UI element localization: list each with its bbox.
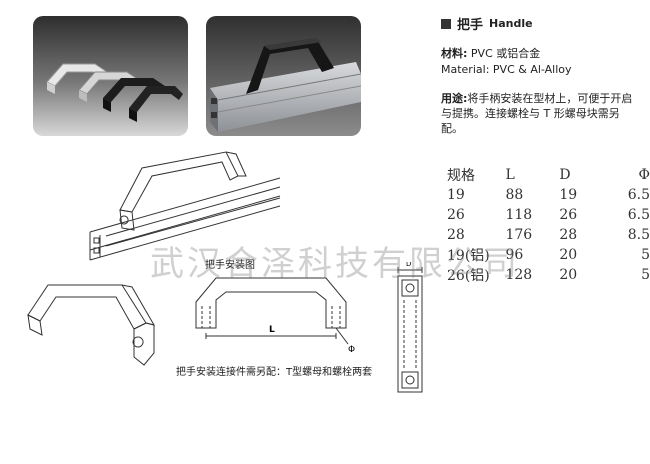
dim-D-label: D — [406, 262, 411, 268]
table-row: 26(铝) 128 20 5 — [447, 265, 650, 285]
bullet-square-icon — [441, 18, 451, 29]
table-row: 19 88 19 6.5 — [447, 185, 650, 205]
spec-cell: 26 — [559, 207, 578, 223]
spec-header-size: 规格 — [447, 168, 475, 184]
table-row: 19(铝) 96 20 5 — [447, 245, 650, 265]
spec-cell: 28 — [447, 227, 465, 243]
spec-cell: 19 — [447, 187, 465, 203]
spec-cell: 128 — [505, 267, 533, 283]
spec-cell: 88 — [505, 187, 524, 203]
black-handle-shape — [246, 38, 334, 94]
spec-cell: 6.5 — [627, 187, 650, 203]
aluminum-profile-shape — [210, 62, 361, 132]
spec-cell: 19 — [559, 187, 578, 203]
spec-table: 规格 L D Φ 19 88 19 6.5 26 118 26 6.5 28 1… — [447, 165, 650, 285]
spec-cell: 26(铝) — [447, 268, 490, 284]
parts-note: 把手安装连接件需另配：T型螺母和螺栓两套 — [176, 367, 373, 378]
dim-L-label: L — [269, 325, 275, 335]
spec-header-D: D — [559, 167, 571, 183]
spec-cell: 26 — [447, 207, 465, 223]
spec-cell: 96 — [505, 247, 524, 263]
spec-cell: 176 — [505, 227, 533, 243]
table-row: 26 118 26 6.5 — [447, 205, 650, 225]
usage-info: 用途:将手柄安装在型材上，可便于开启与提携。连接螺栓与 T 形螺母块需另配。 — [441, 91, 641, 136]
dim-phi-label: Φ — [348, 345, 355, 355]
spec-cell: 5 — [641, 267, 650, 283]
spec-table-header: 规格 L D Φ — [447, 165, 650, 185]
photo-handle-on-profile — [206, 16, 361, 136]
spec-cell: 20 — [559, 247, 578, 263]
spec-cell: 28 — [559, 227, 578, 243]
usage-text: 将手柄安装在型材上，可便于开启与提携。连接螺栓与 T 形螺母块需另配。 — [441, 92, 633, 135]
spec-cell: 20 — [559, 267, 578, 283]
spec-cell: 19(铝) — [447, 248, 490, 264]
watermark-text: 武汉合泽科技有限公司 — [150, 244, 520, 284]
isometric-handle-drawing — [27, 284, 156, 366]
heading-title-en: Handle — [489, 17, 533, 30]
spec-header-L: L — [505, 167, 515, 183]
material-value-cn: PVC 或铝合金 — [470, 47, 541, 60]
heading-title-cn: 把手 — [457, 18, 484, 33]
table-row: 28 176 28 8.5 — [447, 225, 650, 245]
spec-cell: 118 — [505, 207, 533, 223]
spec-cell: 8.5 — [627, 227, 650, 243]
front-view-drawing: L Φ — [195, 277, 355, 355]
spec-cell: 6.5 — [627, 207, 650, 223]
installation-drawing — [89, 151, 281, 261]
section-heading: 把手 Handle — [441, 14, 533, 33]
spec-cell: 5 — [641, 247, 650, 263]
material-label-cn: 材料: — [441, 47, 468, 60]
material-value-en: PVC & Al-Alloy — [492, 63, 572, 76]
material-info: 材料: PVC 或铝合金 Material: PVC & Al-Alloy — [441, 46, 572, 78]
usage-label: 用途: — [441, 92, 468, 105]
spec-header-phi: Φ — [638, 167, 650, 183]
side-view-drawing: D — [397, 262, 423, 393]
install-caption: 把手安装图 — [205, 260, 255, 271]
material-label-en: Material: — [441, 63, 490, 76]
photo-handles — [33, 16, 188, 136]
